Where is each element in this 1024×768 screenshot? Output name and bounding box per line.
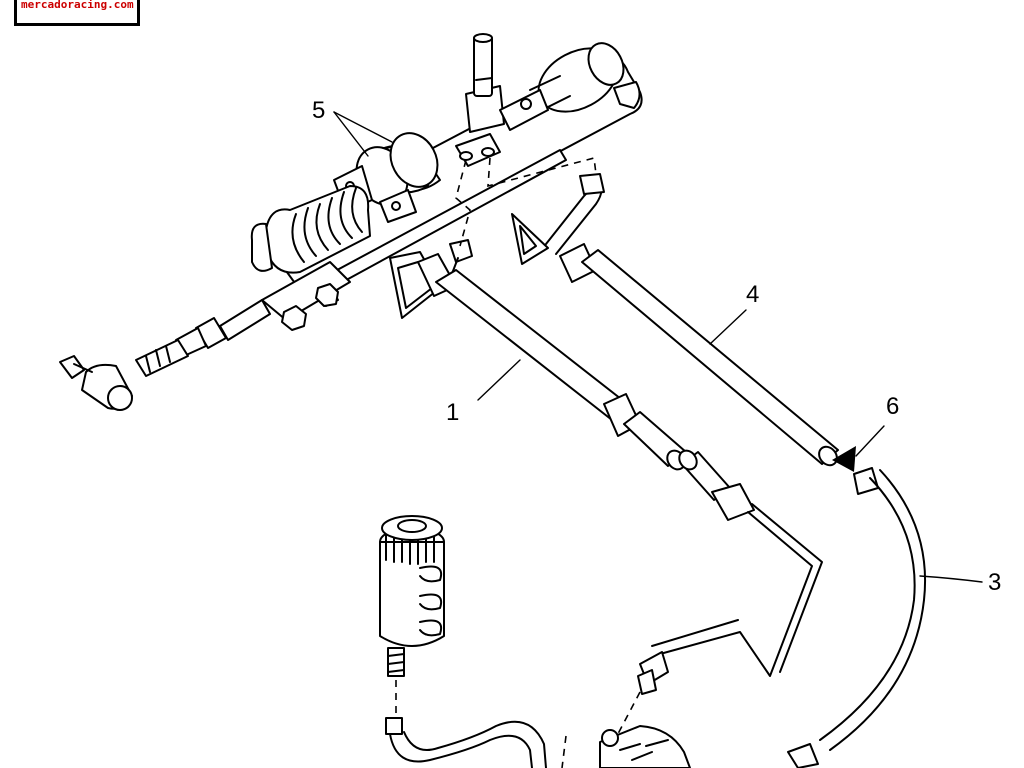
callout-4: 4 <box>746 281 759 308</box>
connection-dashed-line <box>455 159 471 247</box>
leader-lines <box>333 111 983 583</box>
steering-rack-icon <box>250 33 643 331</box>
arrow-icon <box>832 446 856 472</box>
tie-rod-icon <box>59 299 271 411</box>
bellows-boot <box>265 185 371 274</box>
pump-icon <box>561 725 691 768</box>
callout-5: 5 <box>312 97 325 124</box>
connection-dashed-line <box>487 156 597 188</box>
callout-3: 3 <box>988 569 1001 596</box>
callout-6: 6 <box>886 393 899 420</box>
cooler-hose-icon <box>787 467 927 768</box>
reservoir-filter-icon <box>379 515 547 768</box>
watermark-logo: mercadoracing.com <box>14 0 140 26</box>
pressure-hose-icon <box>389 239 823 768</box>
callout-1: 1 <box>446 399 459 426</box>
return-hose-icon <box>511 173 839 467</box>
